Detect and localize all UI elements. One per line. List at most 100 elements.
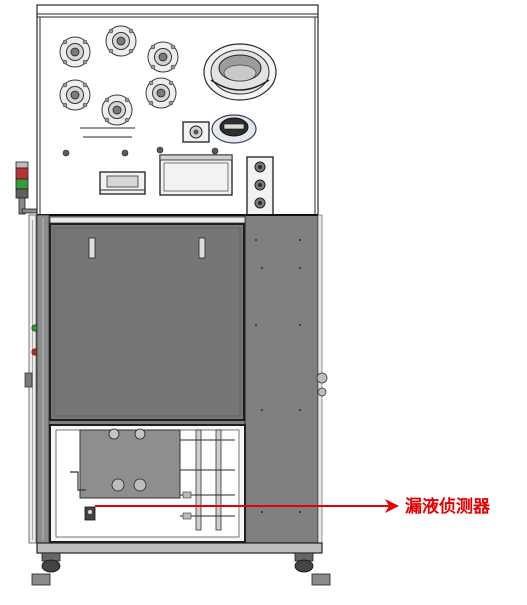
caster-wheel [41,559,61,573]
rack-fitting [182,491,192,499]
fitting-bolt [62,59,68,65]
annotation-label: 漏液侦测器 [405,496,491,517]
knob-center [258,201,262,205]
base-frame [31,542,331,586]
pump-unit [79,428,181,499]
small-component-window [106,175,139,188]
fitting-bolt [170,64,176,70]
stack-light-base [15,188,29,199]
door-slot-right [198,237,206,259]
fitting-bolt [104,97,110,103]
panel-screw [299,267,301,269]
control-box [159,154,233,196]
fitting-bolt [128,48,134,54]
fitting-1 [59,36,91,68]
rack-post [215,429,222,531]
rack-fitting [182,512,192,520]
pump-top-fitting [108,428,120,440]
panel-screw [261,511,263,513]
fitting-bolt [128,28,134,34]
fitting-bolt [104,117,110,123]
fitting-bore [156,88,166,98]
pump-top-fitting [134,428,146,440]
control-box-lid [159,154,233,161]
front-door-inner-edge [53,227,241,417]
panel-screw [299,239,301,241]
right-side-attachments [316,214,328,544]
left-side-frame [24,214,39,544]
base-rail [36,542,323,554]
fitting-bore [158,52,168,62]
fitting-bolt [62,102,68,108]
square-switch [182,121,210,143]
square-switch-knob-center [193,129,199,135]
fitting-bolt [124,117,130,123]
annotation-arrowhead [385,499,399,513]
caster-wheel [294,559,314,573]
control-box-inner [163,162,229,192]
fitting-bolt [168,80,174,86]
stack-light-arm [21,208,39,214]
leak-detector-sensor [88,510,92,514]
caster-left [41,552,61,573]
fitting-bore [70,90,80,100]
panel-screw [299,409,301,411]
fitting-2 [105,25,137,57]
fitting-bolt [168,100,174,106]
leak-detector [84,506,96,521]
fitting-bolt [82,59,88,65]
fitting-bolt [150,64,156,70]
caster-right [294,552,314,573]
knob-center [258,165,262,169]
fitting-6 [145,77,177,109]
knob-center [258,183,262,187]
large-port [203,43,277,101]
front-door-panel [49,223,245,421]
pump-port [111,478,125,492]
panel-screw [255,324,257,326]
valve-fitting [211,114,257,144]
fitting-bolt [148,100,154,106]
fitting-bolt [170,44,176,50]
front-door [49,223,245,421]
panel-screw [255,239,257,241]
door-top-strip [49,216,246,224]
tube-rack [180,429,235,531]
panel-bolt [211,147,219,155]
panel-screw [261,409,263,411]
panel-screw [299,511,301,513]
fitting-bore [112,105,122,115]
fitting-4 [59,79,91,111]
stack-light [15,161,39,215]
panel-bolt [62,149,70,157]
fitting-bolt [82,39,88,45]
valve-fitting-handle [223,123,245,130]
top-panel [36,4,319,216]
foot-right [311,573,331,586]
small-component [99,171,146,195]
fitting-bolt [62,39,68,45]
knob-panel [246,156,274,216]
rack-post [195,429,202,531]
stack-light-cap [15,161,29,169]
side-fitting [316,372,328,384]
side-fitting [317,387,327,397]
pump-port [133,478,147,492]
large-port-rim [210,79,270,91]
fitting-bolt [124,97,130,103]
side-switch-box [24,372,33,388]
large-port-inner [223,64,257,82]
bottom-compartment [49,424,246,543]
fitting-3 [147,41,179,73]
annotation: 漏液侦测器 [95,496,491,517]
panel-bolts [62,146,219,157]
right-panel-screws [255,239,301,513]
door-slot-left [88,237,96,259]
fitting-bolt [82,82,88,88]
foot-left [31,573,51,586]
fitting-bolt [108,48,114,54]
stack-light-pole [18,197,26,215]
control-box-body [159,154,233,196]
fitting-bolt [148,80,154,86]
